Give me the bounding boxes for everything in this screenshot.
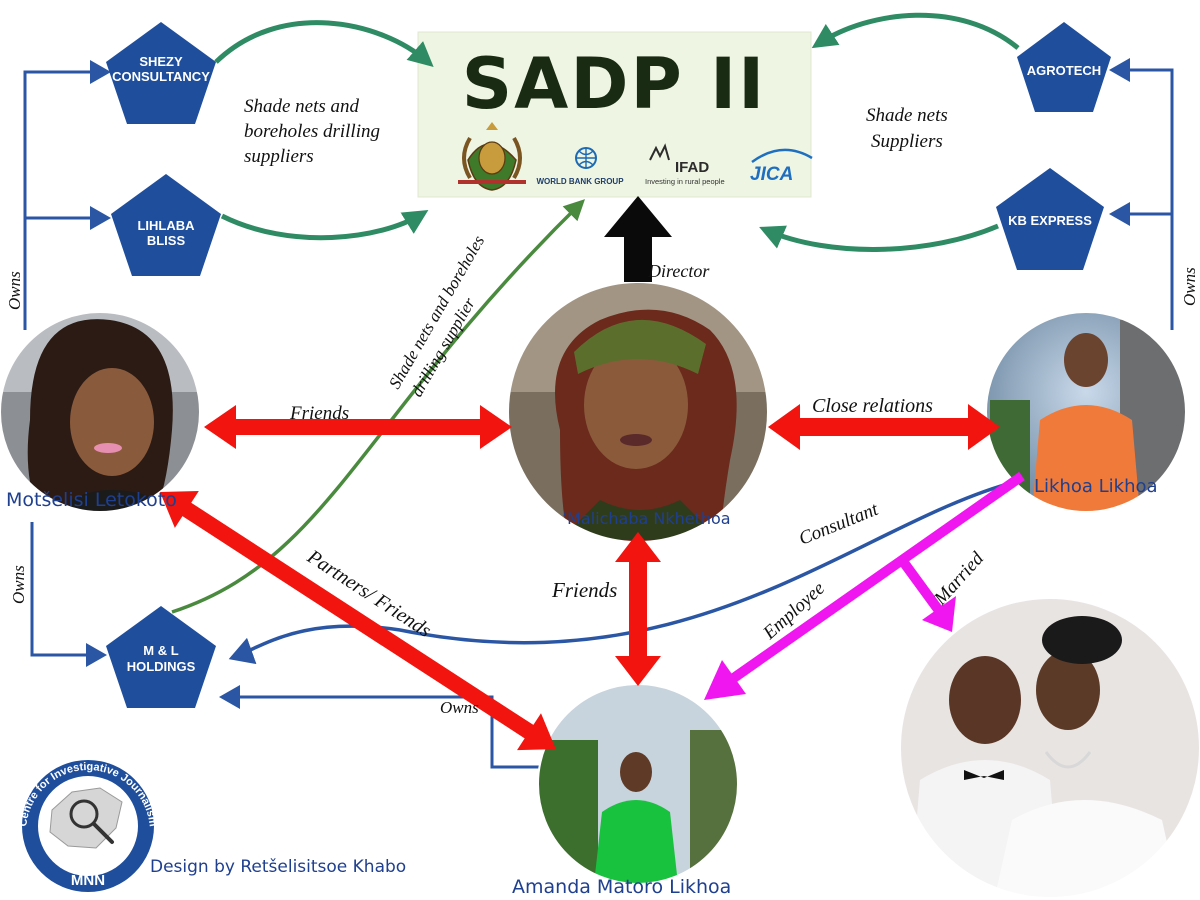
ifad-tagline: Investing in rural people [645, 177, 725, 186]
node-lihlaba[interactable]: LIHLABA BLISS [111, 174, 221, 276]
design-credit: Design by Retšelisitsoe Khabo [150, 857, 406, 877]
photo-likhoa-frame [985, 311, 1187, 513]
magnifier-icon [69, 799, 99, 829]
owns-line-shezy [23, 60, 111, 330]
label-director: Director [647, 261, 710, 281]
arrow-agrotech-to-sadp [811, 12, 1020, 50]
sadp-title: SADP II [462, 43, 766, 125]
ifad-label: IFAD [675, 159, 709, 176]
kb-express-shape [996, 168, 1104, 270]
lesotho-coat-of-arms-logo [458, 122, 526, 191]
ownership-lines [23, 58, 1174, 769]
agrotech-label: AGROTECH [1027, 63, 1101, 78]
shezy-label-line1: SHEZY [139, 54, 183, 69]
label-friends-top: Friends [289, 403, 349, 424]
cij-logo-abbr: MNN [71, 872, 105, 889]
person-names: Motšelisi Letokoto ’Malichaba Nkhethoa L… [6, 476, 1158, 898]
name-amanda: Amanda Matoro Likhoa [512, 876, 731, 898]
node-agrotech[interactable]: AGROTECH [1017, 22, 1111, 112]
label-owns-left-bottom: Owns [9, 565, 28, 604]
arrow-married-line [897, 557, 945, 615]
arrow-employee-line [725, 471, 1025, 687]
ml-holdings-label-line2: HOLDINGS [127, 659, 196, 674]
arrow-employee-head [704, 660, 746, 700]
arrow-married-head [922, 596, 956, 632]
label-owns-left-top: Owns [5, 271, 24, 310]
ml-holdings-shape [106, 606, 216, 708]
label-friends-mid: Friends [551, 578, 617, 602]
node-shezy[interactable]: SHEZY CONSULTANCY [106, 22, 216, 124]
arrow-friends-motselisi-malichaba [204, 405, 512, 449]
photo-motselisi-frame [0, 311, 201, 513]
consultant-line [228, 478, 1023, 665]
arrow-friends-malichaba-amanda [615, 532, 661, 686]
photo-amanda [538, 684, 738, 884]
label-left-suppliers-line1: Shade nets and [244, 96, 360, 117]
arrow-shezy-to-sadp [214, 20, 434, 67]
name-motselisi: Motšelisi Letokoto [6, 489, 177, 511]
owns-line-ml-motselisi [30, 522, 107, 667]
photo-wedding-frame [899, 597, 1200, 899]
agrotech-shape [1017, 22, 1111, 112]
label-owns-bottom: Owns [440, 698, 479, 717]
lihlaba-label-line2: BLISS [147, 233, 186, 248]
node-kb-express[interactable]: KB EXPRESS [996, 168, 1104, 270]
label-close-relations: Close relations [812, 395, 933, 417]
name-malichaba: ’Malichaba Nkhethoa [562, 509, 731, 528]
arrow-kb-to-sadp [759, 223, 999, 252]
supplier-arrows [171, 12, 1020, 614]
label-left-suppliers-line3: suppliers [244, 146, 314, 167]
arrow-partners-friends [160, 490, 556, 751]
label-left-suppliers-line2: boreholes drilling [244, 121, 380, 142]
world-bank-logo: WORLD BANK GROUP [536, 147, 624, 186]
lihlaba-label-line1: LIHLABA [137, 218, 195, 233]
ifad-logo: IFAD Investing in rural people [645, 143, 725, 186]
photo-motselisi [0, 312, 200, 512]
jica-logo: JICA [750, 148, 813, 185]
shezy-label-line2: CONSULTANCY [112, 69, 210, 84]
shezy-shape [106, 22, 216, 124]
name-likhoa: Likhoa Likhoa [1034, 476, 1158, 497]
owns-line-agrotech [1109, 58, 1174, 330]
relation-arrows [160, 196, 1025, 751]
arrow-close-relations [768, 404, 1000, 450]
arrow-ml-to-sadp [171, 199, 585, 614]
cij-logo: Centre for Investigative Journalism MNN [17, 760, 159, 892]
label-right-suppliers-line2: Suppliers [871, 131, 943, 152]
node-ml-holdings[interactable]: M & L HOLDINGS [106, 606, 216, 708]
label-right-suppliers-line1: Shade nets [866, 105, 948, 126]
world-bank-label: WORLD BANK GROUP [536, 177, 624, 186]
lihlaba-shape [111, 174, 221, 276]
arrow-director [604, 196, 672, 282]
sadp-box: SADP II WORLD BANK GROUP IFAD Investing … [417, 31, 813, 198]
arrow-lihlaba-to-sadp [220, 210, 429, 241]
label-married: Married [929, 548, 988, 610]
jica-label: JICA [750, 164, 793, 185]
ml-holdings-label-line1: M & L [143, 643, 178, 658]
owns-line-ml-amanda [219, 685, 540, 769]
label-owns-right: Owns [1180, 267, 1199, 306]
kb-express-label: KB EXPRESS [1008, 213, 1092, 228]
